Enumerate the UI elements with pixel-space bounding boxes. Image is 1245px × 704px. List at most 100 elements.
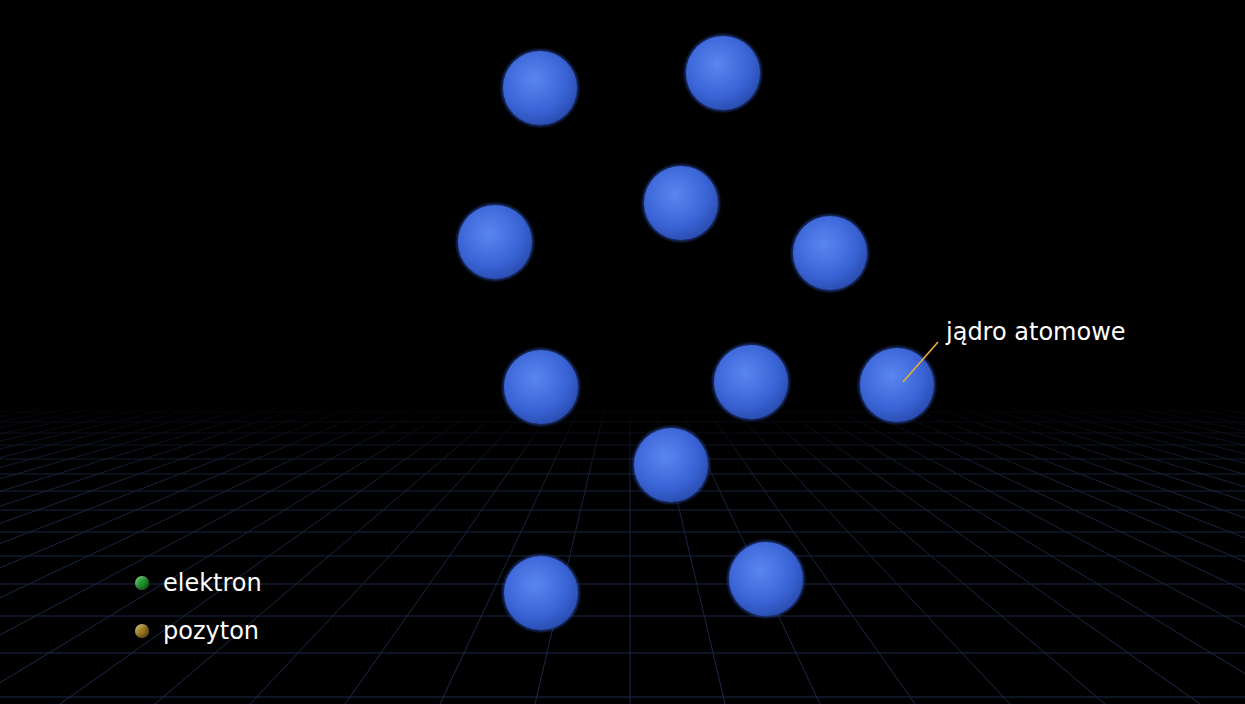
grid-line <box>630 405 1245 704</box>
grid-line <box>0 405 630 704</box>
grid-line <box>630 405 1245 704</box>
grid-line <box>630 405 1245 704</box>
grid-line <box>0 405 630 704</box>
grid-line <box>0 405 630 704</box>
grid-line <box>0 405 630 704</box>
legend-entry: pozyton <box>135 617 259 645</box>
grid-line <box>630 405 1245 704</box>
atomic-nucleus <box>793 216 867 290</box>
grid-line <box>630 405 1245 704</box>
grid-line <box>0 445 1245 446</box>
grid-line <box>630 405 631 704</box>
grid-line <box>421 405 630 704</box>
nucleus-halo <box>502 554 580 632</box>
atomic-nucleus <box>729 542 803 616</box>
grid-line <box>0 405 630 704</box>
nucleus-halo <box>791 214 869 292</box>
grid-line <box>0 405 630 704</box>
grid-line <box>0 405 630 704</box>
atomic-nucleus <box>644 166 718 240</box>
grid-line <box>0 405 630 704</box>
grid-line <box>0 405 630 704</box>
grid-line <box>0 405 630 704</box>
atomic-nucleus <box>503 51 577 125</box>
legend-swatch <box>135 624 149 638</box>
grid-line <box>630 405 1245 704</box>
nucleus-halo <box>502 348 580 426</box>
grid-line <box>0 405 630 704</box>
floor-grid <box>0 405 1245 704</box>
grid-line <box>630 405 1245 704</box>
grid-line <box>630 405 1245 704</box>
grid-line <box>630 405 1245 704</box>
grid-line <box>0 405 630 704</box>
grid-line <box>0 405 630 704</box>
grid-line <box>630 405 1245 704</box>
grid-line <box>630 405 1245 704</box>
grid-line <box>0 459 1245 460</box>
grid-line <box>0 405 630 704</box>
grid-line <box>0 405 630 704</box>
grid-line <box>630 405 1245 704</box>
grid-line <box>630 405 1245 704</box>
grid-line <box>0 405 630 704</box>
grid-line <box>212 405 630 704</box>
atomic-nucleus <box>504 556 578 630</box>
grid-line <box>630 405 1245 704</box>
grid-line <box>0 433 1245 434</box>
grid-line <box>0 405 630 704</box>
grid-line <box>0 405 630 704</box>
nucleus-halo <box>642 164 720 242</box>
grid-line <box>3 405 630 704</box>
legend-entry: elektron <box>135 569 262 597</box>
grid-line <box>0 405 630 704</box>
grid-line <box>630 405 1245 704</box>
grid-line <box>630 405 1048 704</box>
grid-line <box>630 405 1245 704</box>
grid-line <box>0 412 1245 413</box>
leader-line <box>903 342 938 382</box>
grid-line <box>630 405 1245 704</box>
grid-line <box>0 532 1245 533</box>
nucleus-halo <box>712 343 790 421</box>
grid-line <box>630 405 1245 704</box>
grid-line <box>0 405 630 704</box>
grid-line <box>630 405 1245 704</box>
grid-line <box>0 405 630 704</box>
nucleus-halo <box>632 426 710 504</box>
legend-swatch <box>135 576 149 590</box>
legend-text: pozyton <box>163 617 259 645</box>
grid-line <box>630 405 1245 704</box>
atomic-nucleus <box>504 350 578 424</box>
grid-line <box>0 405 630 704</box>
nuclei <box>456 34 936 632</box>
grid-line <box>630 405 1245 704</box>
grid-line <box>630 405 1245 704</box>
grid-line <box>630 405 1245 704</box>
grid-line <box>630 405 1245 704</box>
grid-line <box>0 697 1245 698</box>
grid-line <box>630 405 1245 704</box>
grid-line <box>0 556 1245 557</box>
grid-line <box>630 405 1245 704</box>
grid-line <box>0 405 630 704</box>
grid-line <box>630 405 1245 704</box>
grid-line <box>0 405 630 704</box>
grid-line <box>630 405 1245 704</box>
callout-label: jądro atomowe <box>946 318 1126 346</box>
nucleus-halo <box>684 34 762 112</box>
grid-line <box>0 474 1245 475</box>
atomic-nucleus <box>686 36 760 110</box>
grid-line <box>630 405 1245 704</box>
grid-line <box>630 405 1245 704</box>
atomic-nucleus <box>634 428 708 502</box>
grid-line <box>0 422 1245 423</box>
atomic-nucleus <box>458 205 532 279</box>
grid-line <box>0 405 630 704</box>
nucleus-halo <box>501 49 579 127</box>
grid-line <box>0 405 630 704</box>
grid-line <box>0 405 630 704</box>
grid-line <box>0 491 1245 492</box>
grid-line <box>0 405 630 704</box>
